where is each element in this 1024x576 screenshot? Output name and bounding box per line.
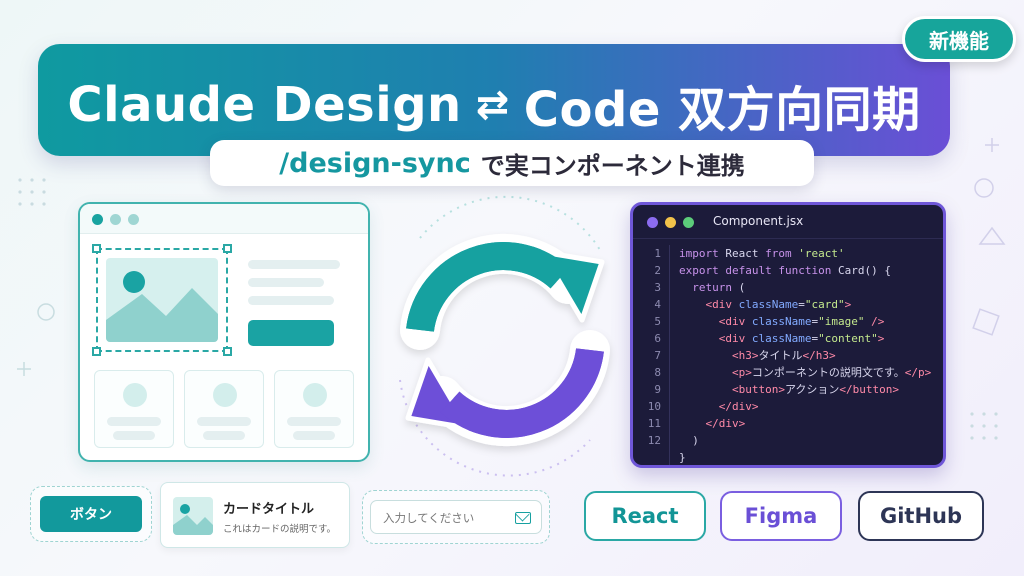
code-line[interactable]: 2 export default function Card() { xyxy=(633,262,943,279)
code-line[interactable]: } xyxy=(633,449,943,465)
design-mockup-window xyxy=(78,202,370,462)
text-placeholder-line xyxy=(287,417,341,426)
placeholder-button[interactable] xyxy=(248,320,334,346)
resize-handle[interactable] xyxy=(92,347,101,356)
code-line[interactable]: 4 <div className="card"> xyxy=(633,296,943,313)
text-placeholder-line xyxy=(203,431,245,440)
avatar-placeholder xyxy=(303,383,327,407)
text-placeholder-line xyxy=(107,417,161,426)
code-line[interactable]: 6 <div className="content"> xyxy=(633,330,943,347)
code-line[interactable]: 10 </div> xyxy=(633,398,943,415)
code-text: return ( xyxy=(692,281,746,294)
code-line[interactable]: 11 </div> xyxy=(633,415,943,432)
title-banner: Claude Design ⇄ Code 双方向同期 xyxy=(38,44,950,156)
code-line[interactable]: 5 <div className="image" /> xyxy=(633,313,943,330)
avatar-placeholder xyxy=(123,383,147,407)
text-placeholder-line xyxy=(248,278,324,287)
window-dot-icon xyxy=(665,217,676,228)
resize-handle[interactable] xyxy=(223,244,232,253)
window-dot-icon xyxy=(683,217,694,228)
input-placeholder: 入力してください xyxy=(383,511,475,525)
sample-email-input[interactable]: 入力してください xyxy=(370,500,542,534)
window-dot-icon xyxy=(128,214,139,225)
line-number: 6 xyxy=(654,332,661,345)
gutter-separator xyxy=(669,245,670,465)
window-dot-icon xyxy=(647,217,658,228)
code-text: <div className="card"> xyxy=(705,298,852,311)
text-placeholder-line xyxy=(248,260,340,269)
line-number: 2 xyxy=(654,264,661,277)
placeholder-card xyxy=(184,370,264,448)
command-text: /design-sync xyxy=(279,147,471,179)
subtitle-text: で実コンポーネント連携 xyxy=(480,151,745,180)
sync-icon xyxy=(400,233,610,447)
avatar-placeholder xyxy=(213,383,237,407)
sample-card[interactable]: カードタイトル これはカードの説明です。 xyxy=(160,482,350,548)
resize-handle[interactable] xyxy=(92,244,101,253)
title-right: Code 双方向同期 xyxy=(523,82,921,138)
line-number: 3 xyxy=(654,281,661,294)
text-placeholder-line xyxy=(248,296,334,305)
code-text: </div> xyxy=(718,400,759,413)
window-titlebar xyxy=(80,204,368,234)
text-placeholder-line xyxy=(113,431,155,440)
line-number: 8 xyxy=(654,366,661,379)
code-line[interactable]: 9 <button>アクション</button> xyxy=(633,381,943,398)
image-icon xyxy=(173,497,213,535)
code-text: export default function Card() { xyxy=(679,264,891,277)
line-number: 4 xyxy=(654,298,661,311)
mail-icon xyxy=(515,512,531,524)
card-title: カードタイトル xyxy=(223,502,315,517)
code-line[interactable]: 3 return ( xyxy=(633,279,943,296)
line-number: 7 xyxy=(654,349,661,362)
code-text: <button>アクション</button> xyxy=(731,383,900,396)
code-text: </div> xyxy=(705,417,746,430)
line-number: 5 xyxy=(654,315,661,328)
code-line[interactable]: 1 import React from 'react' xyxy=(633,245,943,262)
new-feature-badge: 新機能 xyxy=(902,16,1016,62)
image-icon xyxy=(106,258,218,342)
line-number: 10 xyxy=(647,400,661,413)
placeholder-card xyxy=(274,370,354,448)
line-number: 9 xyxy=(654,383,661,396)
github-chip[interactable]: GitHub xyxy=(858,491,984,541)
card-description: これはカードの説明です。 xyxy=(223,524,337,535)
code-text: <h3>タイトル</h3> xyxy=(731,349,836,362)
code-text: <div className="image" /> xyxy=(718,315,885,328)
code-text: import React from 'react' xyxy=(679,247,845,260)
code-line[interactable]: 7 <h3>タイトル</h3> xyxy=(633,347,943,364)
text-placeholder-line xyxy=(293,431,335,440)
window-dot-icon xyxy=(92,214,103,225)
editor-titlebar: Component.jsx xyxy=(633,205,943,239)
selected-image-frame[interactable] xyxy=(92,244,232,356)
window-dot-icon xyxy=(110,214,121,225)
code-editor-window: Component.jsx 1 import React from 'react'… xyxy=(630,202,946,468)
swap-arrows-icon: ⇄ xyxy=(475,82,510,128)
code-text: } xyxy=(679,451,686,464)
file-name-tab[interactable]: Component.jsx xyxy=(713,214,804,228)
react-chip[interactable]: React xyxy=(584,491,706,541)
line-number: 12 xyxy=(647,434,661,447)
sample-button[interactable]: ボタン xyxy=(40,496,142,532)
code-line[interactable]: 12 ) xyxy=(633,432,943,449)
text-placeholder-line xyxy=(197,417,251,426)
placeholder-card xyxy=(94,370,174,448)
subtitle-pill: /design-sync で実コンポーネント連携 xyxy=(210,140,814,186)
line-number: 1 xyxy=(654,247,661,260)
code-line[interactable]: 8 <p>コンポーネントの説明文です。</p> xyxy=(633,364,943,381)
figma-chip[interactable]: Figma xyxy=(720,491,842,541)
resize-handle[interactable] xyxy=(223,347,232,356)
code-text: <p>コンポーネントの説明文です。</p> xyxy=(731,366,932,379)
main-title: Claude Design ⇄ Code 双方向同期 xyxy=(67,70,920,140)
line-number: 11 xyxy=(647,417,661,430)
title-left: Claude Design xyxy=(67,77,462,133)
code-body[interactable]: 1 import React from 'react' 2 export defaul… xyxy=(633,245,943,465)
code-text: ) xyxy=(679,434,699,447)
code-text: <div className="content"> xyxy=(718,332,885,345)
